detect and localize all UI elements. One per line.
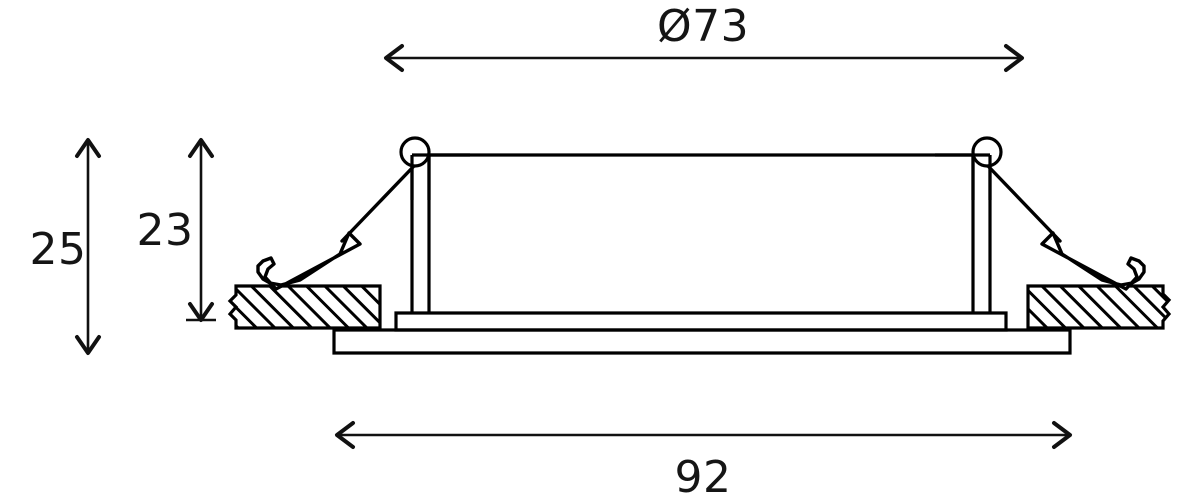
height-label: 25 (30, 224, 87, 275)
right-spring-rod (986, 164, 1062, 243)
left-mounting-spring-clip (256, 164, 416, 291)
left-spring-foot (256, 231, 362, 291)
left-ceiling-outline (227, 284, 382, 330)
right-ceiling-section-hatched (1026, 284, 1172, 330)
right-spring-pivot (971, 136, 1003, 168)
diameter-arrow-right (1004, 44, 1024, 72)
dimension-bezel-diameter: 92 (335, 421, 1072, 498)
diameter-label: Ø73 (657, 1, 749, 52)
dimension-outer-diameter: Ø73 (384, 1, 1024, 72)
depth-label: 23 (137, 205, 194, 256)
right-ceiling-outline (1026, 284, 1172, 330)
height-arrow-bottom (75, 335, 101, 355)
dimension-recess-depth: 23 (137, 138, 216, 322)
left-spring-pivot (399, 136, 431, 168)
depth-arrow-top (188, 138, 214, 158)
height-arrow-top (75, 138, 101, 158)
right-spring-foot (1040, 231, 1146, 291)
right-mounting-spring-clip (986, 164, 1146, 291)
left-ceiling-hatch-fill (231, 286, 380, 328)
bezel-label: 92 (675, 452, 732, 498)
left-spring-rod (340, 164, 416, 243)
left-ceiling-section-hatched (227, 284, 382, 330)
diameter-arrow-left (384, 44, 404, 72)
bezel-outline (332, 328, 1072, 355)
bezel-arrow-left (335, 421, 355, 449)
dimension-overall-height: 25 (30, 138, 101, 355)
outer-bezel-flange (332, 328, 1072, 355)
bezel-arrow-right (1052, 421, 1072, 449)
right-ceiling-hatch-fill (1028, 286, 1169, 328)
